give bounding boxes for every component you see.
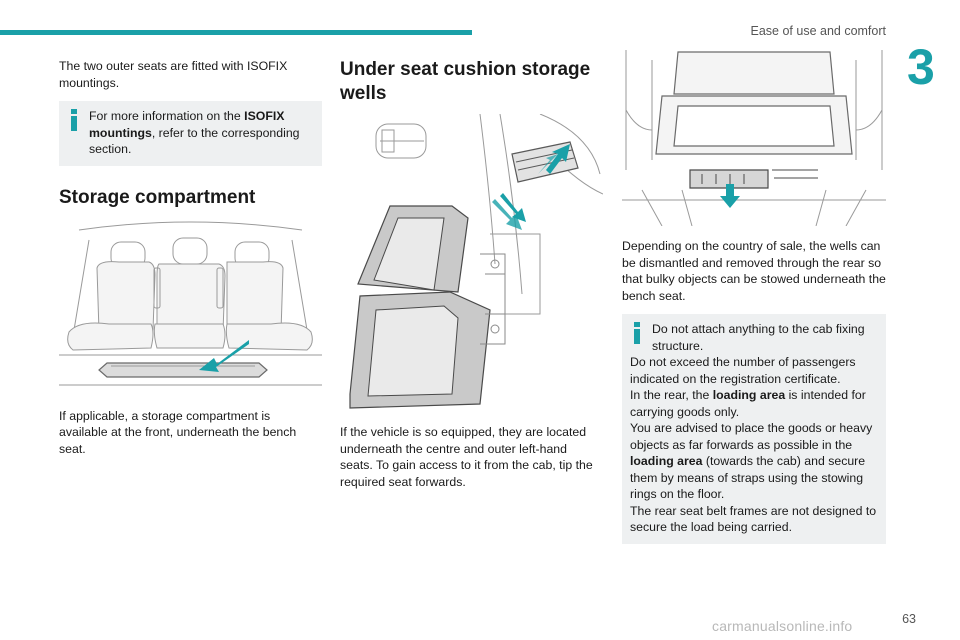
storage-compartment-text: If applicable, a storage compartment is … <box>59 408 297 456</box>
column-right: Depending on the country of sale, the we… <box>622 50 886 544</box>
column-middle: Under seat cushion storage wells <box>340 58 603 490</box>
safety-info-line5: The rear seat belt frames are not design… <box>630 503 877 535</box>
header-accent-bar <box>0 30 472 35</box>
safety-info-line3: In the rear, the loading area is intende… <box>630 387 878 420</box>
info-icon <box>634 322 640 344</box>
info-icon <box>71 109 77 131</box>
storage-wells-illustration <box>340 114 603 412</box>
line4-pre: You are advised to place the goods or he… <box>630 421 873 452</box>
line4-bold: loading area <box>630 454 703 468</box>
wells-removal-text: Depending on the country of sale, the we… <box>622 239 886 303</box>
safety-info-line1: Do not attach anything to the cab fixing… <box>652 322 865 353</box>
line4-post: (towards the cab) and secure them by mea… <box>630 454 866 501</box>
storage-wells-text: If the vehicle is so equipped, they are … <box>340 425 593 489</box>
storage-compartment-heading: Storage compartment <box>59 186 256 208</box>
line3-pre: In the rear, the <box>630 388 713 402</box>
watermark: carmanualsonline.info <box>712 618 853 634</box>
info-text-bold: ISOFIX mountings <box>89 109 285 140</box>
isofix-intro: The two outer seats are fitted with ISOF… <box>59 59 288 90</box>
line3-bold: loading area <box>712 388 786 402</box>
info-text-pre: For more information on the <box>89 109 245 123</box>
page-number: 63 <box>902 612 916 626</box>
info-text-post: , refer to the corresponding section. <box>89 125 300 157</box>
safety-info-line1-wrap: Do not attach anything to the cab fixing… <box>630 321 878 354</box>
safety-info-line4: You are advised to place the goods or he… <box>630 420 878 503</box>
storage-compartment-illustration <box>59 219 322 392</box>
line3-post: is intended for carrying goods only. <box>630 388 866 419</box>
safety-info-line2: Do not exceed the number of passengers i… <box>630 355 856 386</box>
section-title: Ease of use and comfort <box>750 24 887 38</box>
column-left: The two outer seats are fitted with ISOF… <box>59 58 322 457</box>
storage-wells-heading: Under seat cushion storage wells <box>340 59 591 104</box>
wells-removal-illustration <box>622 50 886 226</box>
isofix-info-box: For more information on the ISOFIX mount… <box>59 101 322 166</box>
chapter-number: 3 <box>907 39 935 95</box>
isofix-info-text: For more information on the ISOFIX mount… <box>67 108 314 158</box>
safety-info-box: Do not attach anything to the cab fixing… <box>622 314 886 544</box>
